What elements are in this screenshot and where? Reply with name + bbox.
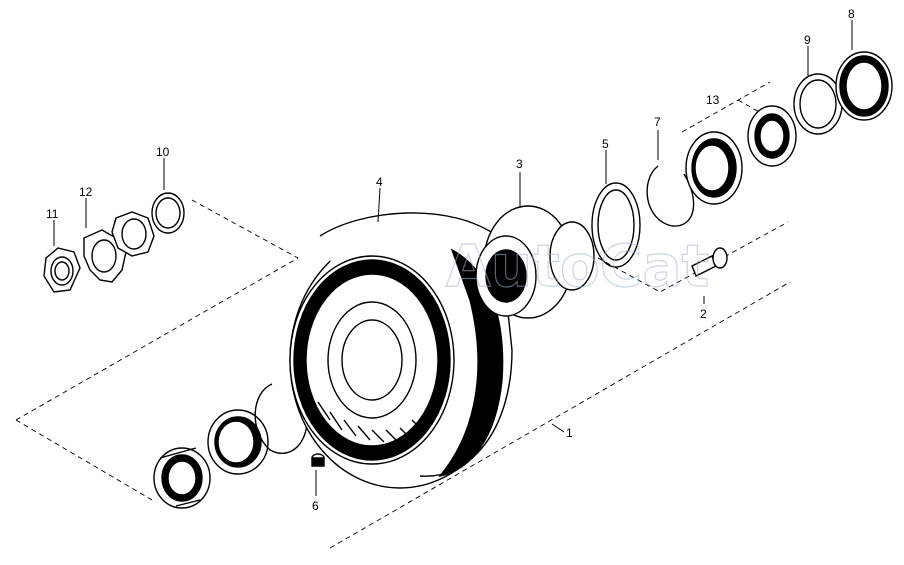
fitting-part-6	[311, 453, 325, 467]
callout-12: 12	[79, 185, 93, 199]
callout-10: 10	[156, 145, 170, 159]
callout-2: 2	[700, 307, 707, 321]
snap-ring-part-7	[646, 165, 695, 227]
nut-part-10-assembly	[111, 192, 185, 257]
callout-8: 8	[848, 7, 855, 21]
callout-7: 7	[654, 115, 661, 129]
callout-leader-lines	[53, 20, 853, 496]
nut-part-11	[43, 247, 81, 293]
wheel-stud-part-2	[691, 247, 728, 277]
seal-part-8	[835, 51, 893, 121]
watermark: AutoCat	[446, 232, 709, 300]
bearing-race-left	[207, 409, 269, 475]
callout-1: 1	[566, 426, 573, 440]
bearing-race-part-13	[685, 131, 743, 205]
callout-11: 11	[46, 207, 59, 221]
callout-13: 13	[706, 93, 720, 107]
callout-9: 9	[804, 33, 811, 47]
callout-4: 4	[376, 175, 383, 189]
outer-bearing-left	[153, 447, 211, 509]
callout-6: 6	[312, 499, 319, 513]
ring-part-9	[793, 73, 843, 135]
callout-5: 5	[602, 137, 609, 151]
tone-ring-part-5	[591, 182, 641, 268]
hub-part-3	[475, 205, 595, 319]
callout-3: 3	[516, 157, 523, 171]
brake-drum-part-4	[289, 212, 513, 489]
callout-labels: 1 2 3 4 5 6 7 8 9 10 11 12 13	[46, 7, 855, 513]
roller-bearing-part-13	[747, 105, 797, 167]
